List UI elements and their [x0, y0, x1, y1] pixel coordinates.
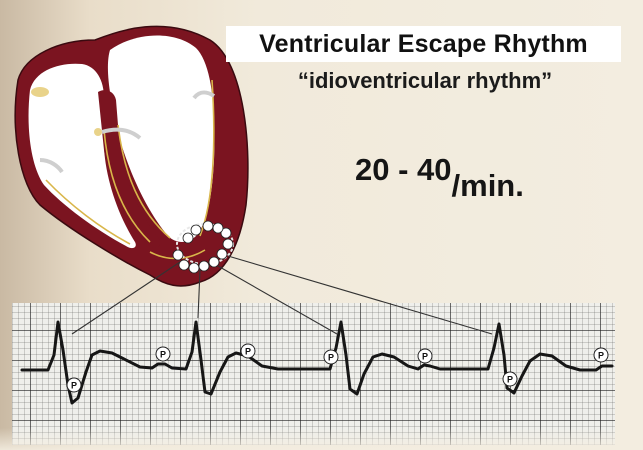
- p-wave-marker-icon: P: [323, 349, 339, 365]
- p-wave-label: P: [598, 351, 604, 361]
- p-wave-marker-icon: P: [502, 371, 518, 387]
- p-wave-label: P: [245, 347, 251, 357]
- ecg-trace: [20, 320, 614, 405]
- p-wave-label: P: [328, 353, 334, 363]
- p-wave-label: P: [507, 375, 513, 385]
- sinus-node-icon: [31, 87, 49, 97]
- p-wave-marker-icon: P: [240, 343, 256, 359]
- rate-value: 20 - 40: [355, 152, 452, 187]
- p-wave-label: P: [160, 350, 166, 360]
- slide-title: Ventricular Escape Rhythm: [259, 29, 588, 58]
- p-wave-marker-icon: P: [66, 377, 82, 393]
- p-wave-marker-icon: P: [417, 348, 433, 364]
- rate-label: 20 - 40/min.: [355, 152, 524, 203]
- title-banner: Ventricular Escape Rhythm: [226, 26, 621, 62]
- p-wave-marker-icon: P: [155, 346, 171, 362]
- heart-diagram: [14, 25, 249, 287]
- leader-lines: [71, 255, 493, 335]
- av-node-icon: [94, 128, 102, 136]
- slide-subtitle: “idioventricular rhythm”: [297, 68, 553, 93]
- p-wave-marker-icon: P: [593, 347, 609, 363]
- left-ventricle-chamber: [107, 35, 215, 242]
- p-wave-label: P: [71, 381, 77, 391]
- rate-unit: /min.: [451, 168, 524, 203]
- right-ventricle-chamber: [28, 63, 136, 249]
- p-wave-markers: P P P P P P P: [66, 343, 609, 393]
- ectopic-focus-icon: [172, 220, 234, 274]
- p-wave-label: P: [422, 352, 428, 362]
